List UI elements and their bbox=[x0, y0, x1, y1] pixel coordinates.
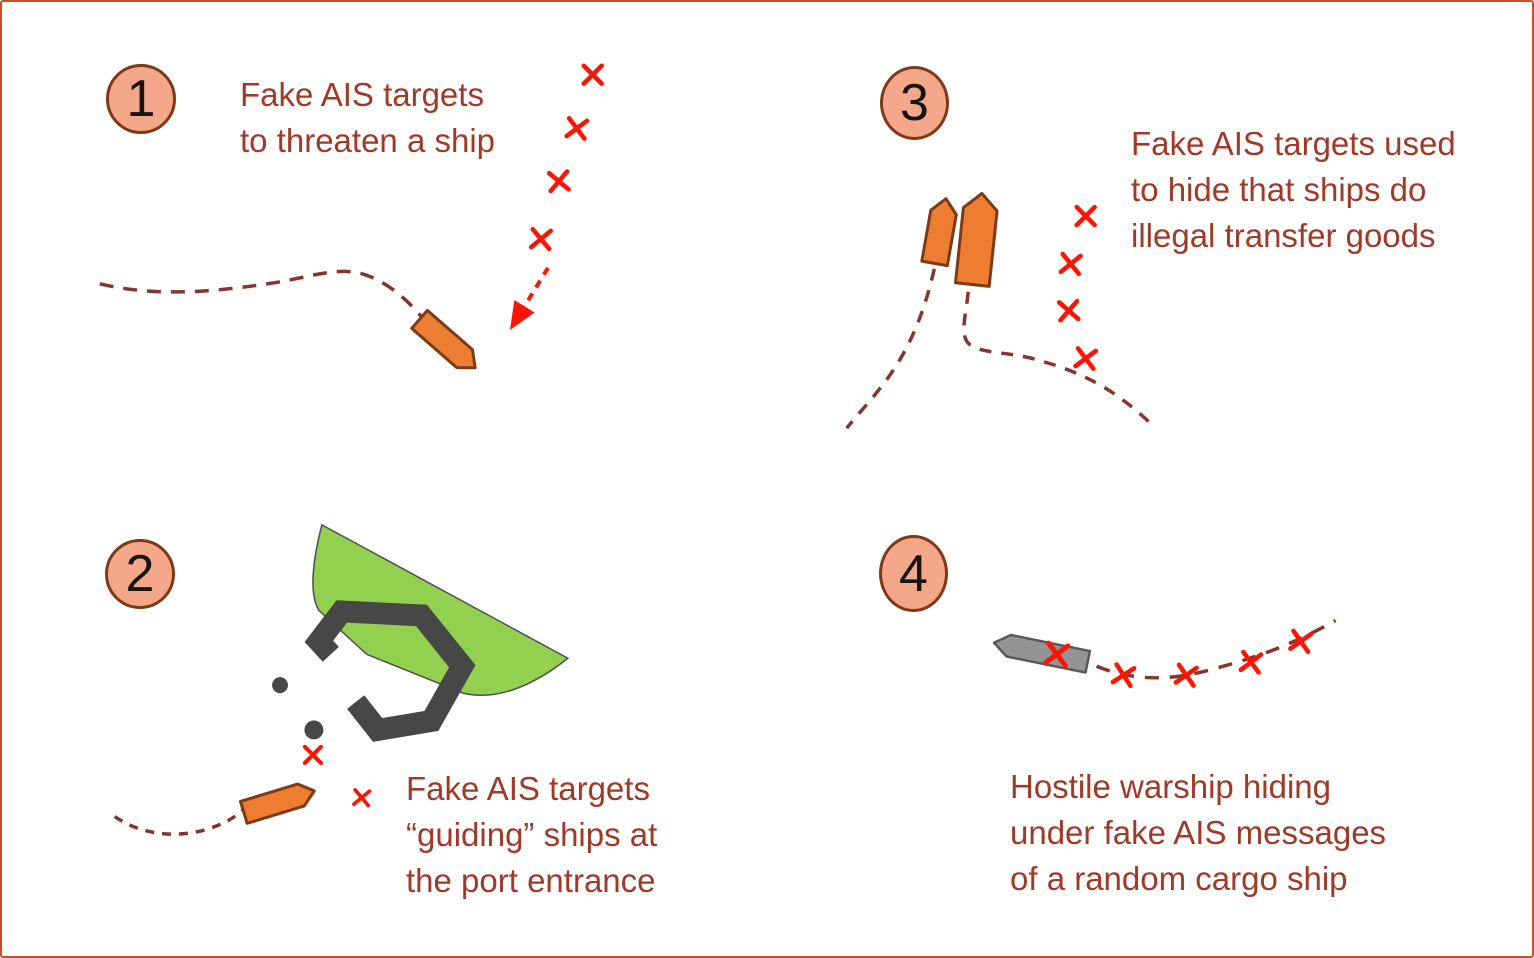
fake-ais-target-icon bbox=[1077, 207, 1095, 225]
threat-arrow-icon bbox=[509, 266, 550, 331]
fake-ais-target-icon bbox=[549, 172, 568, 191]
scenario-3-caption: Fake AIS targets used to hide that ships… bbox=[1131, 121, 1456, 259]
fake-ais-target-icon bbox=[1241, 652, 1261, 672]
fake-ais-target-icon bbox=[305, 747, 321, 763]
caption-line: Fake AIS targets used bbox=[1131, 125, 1456, 162]
scenario-2-badge: 2 bbox=[105, 539, 175, 609]
caption-line: Fake AIS targets bbox=[406, 770, 650, 807]
transfer-ship-icon bbox=[920, 197, 958, 268]
fake-ais-target-icon bbox=[1059, 301, 1078, 320]
fake-ais-target-icon bbox=[531, 229, 550, 248]
scenario-1-caption: Fake AIS targets to threaten a ship bbox=[240, 72, 495, 164]
caption-line: the port entrance bbox=[406, 862, 656, 899]
scenario-4-badge: 4 bbox=[879, 535, 948, 612]
scenario-2-art bbox=[113, 523, 570, 836]
breakwater-dot bbox=[304, 720, 324, 740]
warship-icon bbox=[992, 633, 1092, 674]
port-breakwater-shape bbox=[304, 600, 476, 742]
caption-line: Fake AIS targets bbox=[240, 76, 484, 113]
ship-track-line bbox=[962, 291, 1152, 425]
scenario-4-number: 4 bbox=[899, 544, 928, 603]
scenario-1-art bbox=[99, 66, 602, 370]
scenario-3-number: 3 bbox=[900, 74, 929, 132]
victim-ship-icon bbox=[410, 308, 477, 370]
scenario-4-art bbox=[992, 618, 1337, 685]
caption-line: to hide that ships do bbox=[1131, 171, 1427, 208]
ship-track-line bbox=[845, 268, 936, 430]
fake-ais-target-icon bbox=[352, 788, 372, 808]
caption-line: “guiding” ships at bbox=[406, 816, 658, 853]
ship-track-line bbox=[113, 808, 245, 836]
fake-cargo-track-line bbox=[1095, 618, 1337, 680]
breakwater-dot bbox=[272, 677, 289, 694]
fake-ais-target-icon bbox=[567, 118, 587, 138]
arriving-ship-icon bbox=[238, 782, 316, 825]
scenario-2-number: 2 bbox=[125, 545, 155, 603]
transfer-ship-icon bbox=[954, 191, 999, 288]
scenario-1-number: 1 bbox=[126, 70, 156, 128]
caption-line: of a random cargo ship bbox=[1010, 860, 1348, 897]
scenario-2-caption: Fake AIS targets “guiding” ships at the … bbox=[406, 766, 657, 904]
scenario-3-art bbox=[845, 191, 1152, 430]
caption-line: illegal transfer goods bbox=[1131, 217, 1436, 254]
landmass-shape bbox=[312, 523, 570, 696]
scenario-1-badge: 1 bbox=[106, 64, 176, 134]
fake-ais-target-icon bbox=[1076, 348, 1096, 368]
caption-line: Hostile warship hiding bbox=[1010, 768, 1331, 805]
caption-line: to threaten a ship bbox=[240, 122, 496, 159]
ship-track-line bbox=[99, 269, 423, 318]
scenario-3-badge: 3 bbox=[880, 66, 949, 140]
scenario-4-caption: Hostile warship hiding under fake AIS me… bbox=[1010, 764, 1386, 902]
fake-ais-target-icon bbox=[584, 66, 602, 84]
caption-line: under fake AIS messages bbox=[1010, 814, 1387, 851]
fake-ais-target-icon bbox=[1061, 254, 1081, 274]
